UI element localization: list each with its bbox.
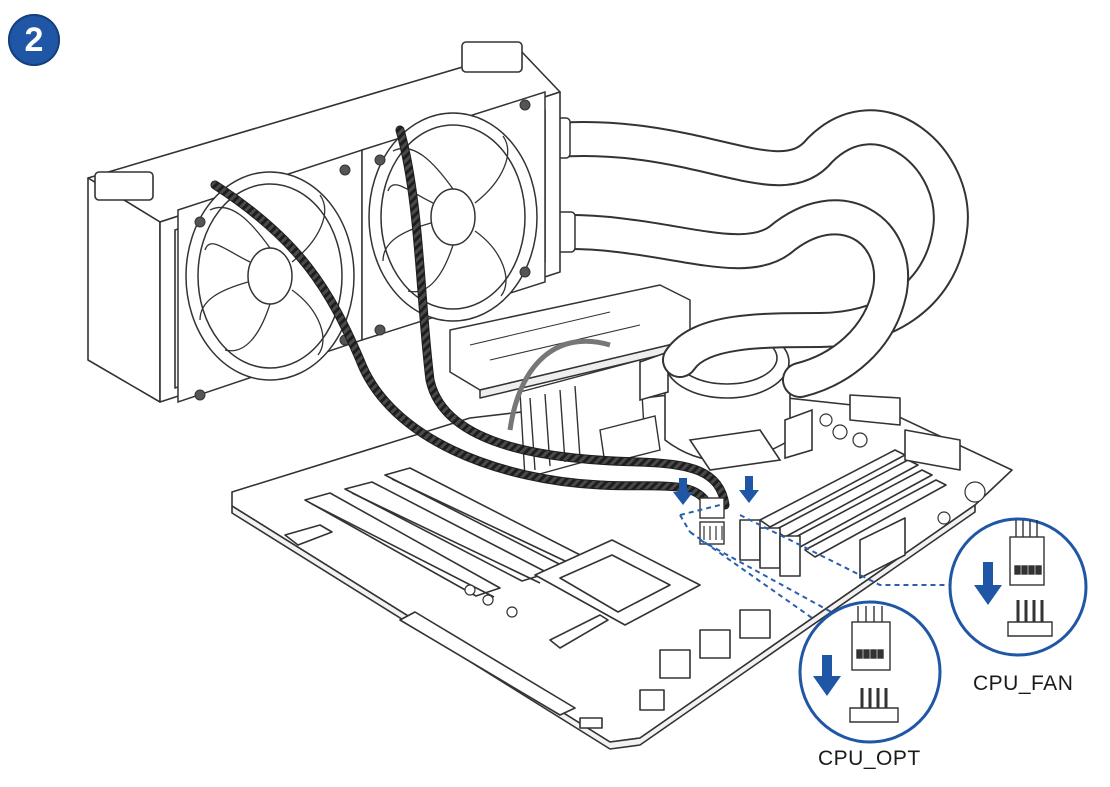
down-arrow-icon (813, 655, 841, 696)
fan-left (177, 148, 363, 404)
cpu-opt-label: CPU_OPT (818, 747, 921, 770)
header-connector-icon (849, 688, 899, 723)
callout-cpu-fan (948, 517, 1088, 657)
cpu-fan-label: CPU_FAN (973, 672, 1074, 695)
rear-io (849, 394, 961, 471)
step-number-badge: 2 (8, 14, 60, 66)
io-edge (399, 609, 771, 729)
ram-slots (759, 449, 947, 558)
motherboard (231, 389, 1013, 750)
fan-cables (210, 125, 730, 510)
capacitors (464, 413, 986, 618)
leader-lines (679, 504, 958, 626)
pump-cable (507, 338, 611, 431)
cpu-socket (534, 539, 701, 649)
ram-stick-cluster (519, 359, 661, 479)
down-arrow-icon (673, 476, 759, 505)
header-connector-icon (1007, 600, 1053, 637)
coolant-tubes (537, 109, 969, 398)
pcie-slots (284, 467, 591, 598)
callout-cpu-opt (798, 600, 942, 744)
cable-connector-icon (699, 497, 725, 545)
down-arrow-icon (974, 562, 1002, 605)
